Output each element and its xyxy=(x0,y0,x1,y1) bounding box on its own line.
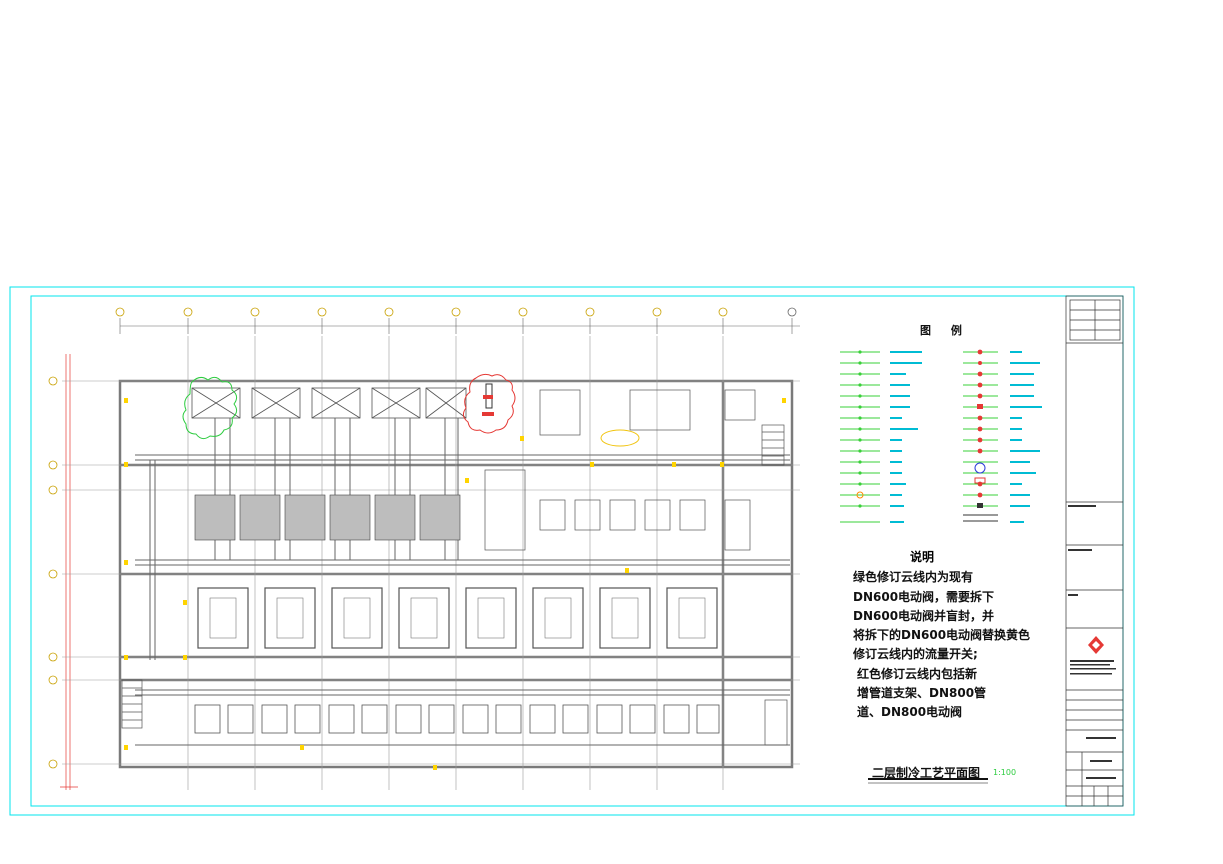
legend-title: 图 例 xyxy=(920,324,970,337)
left-dimension-line xyxy=(60,354,78,790)
pump-row xyxy=(484,389,706,551)
red-cloud-content xyxy=(482,383,494,416)
plan-title-underline xyxy=(868,778,988,784)
top-units xyxy=(191,387,467,419)
yellow-revision-cloud xyxy=(600,429,640,447)
legend-right-labels xyxy=(1010,351,1042,523)
red-revision-cloud xyxy=(462,373,516,434)
grid-bubble-end xyxy=(787,307,797,317)
plan-scale: 1:100 xyxy=(993,768,1017,777)
note-line: 将拆下的DN600电动阀替换黄色 xyxy=(853,628,1031,642)
chiller-row xyxy=(194,494,461,541)
grid-bubbles-top xyxy=(115,307,728,317)
plan-title: 二层制冷工艺平面图 xyxy=(872,766,981,780)
column-lines xyxy=(62,336,800,790)
yellow-marks xyxy=(124,398,786,770)
note-line: 修订云线内的流量开关; xyxy=(853,647,978,661)
grid-bubbles-left xyxy=(48,376,58,769)
stair-left xyxy=(121,679,143,729)
note-line: 增管道支架、DN800管 xyxy=(857,686,987,700)
notes-title: 说明 xyxy=(910,550,935,564)
legend-right-symbols xyxy=(963,349,998,522)
outer-frame xyxy=(9,286,1135,816)
title-block xyxy=(1065,295,1124,807)
note-line: 红色修订云线内包括新 xyxy=(857,667,978,681)
bottom-pipe xyxy=(135,689,790,746)
note-line: 道、DN800电动阀 xyxy=(857,705,963,719)
stair-right xyxy=(724,389,788,746)
mid-row-rooms xyxy=(197,587,718,649)
legend-left-column xyxy=(840,351,880,523)
legend-left-symbols xyxy=(858,350,862,508)
green-revision-cloud xyxy=(182,376,238,440)
note-line: DN600电动阀，需要拆下 xyxy=(853,590,995,604)
note-line: DN600电动阀并盲封，并 xyxy=(853,609,995,623)
note-line: 绿色修订云线内为现有 xyxy=(853,570,974,584)
bottom-row-units xyxy=(194,704,720,734)
company-logo-icon xyxy=(1088,636,1104,654)
mid-row-room-inner xyxy=(209,597,706,639)
title-block-text-marks xyxy=(1068,505,1116,779)
legend-left-accents xyxy=(856,491,864,499)
legend-left-labels xyxy=(890,351,922,523)
top-dimension-line xyxy=(119,318,800,334)
